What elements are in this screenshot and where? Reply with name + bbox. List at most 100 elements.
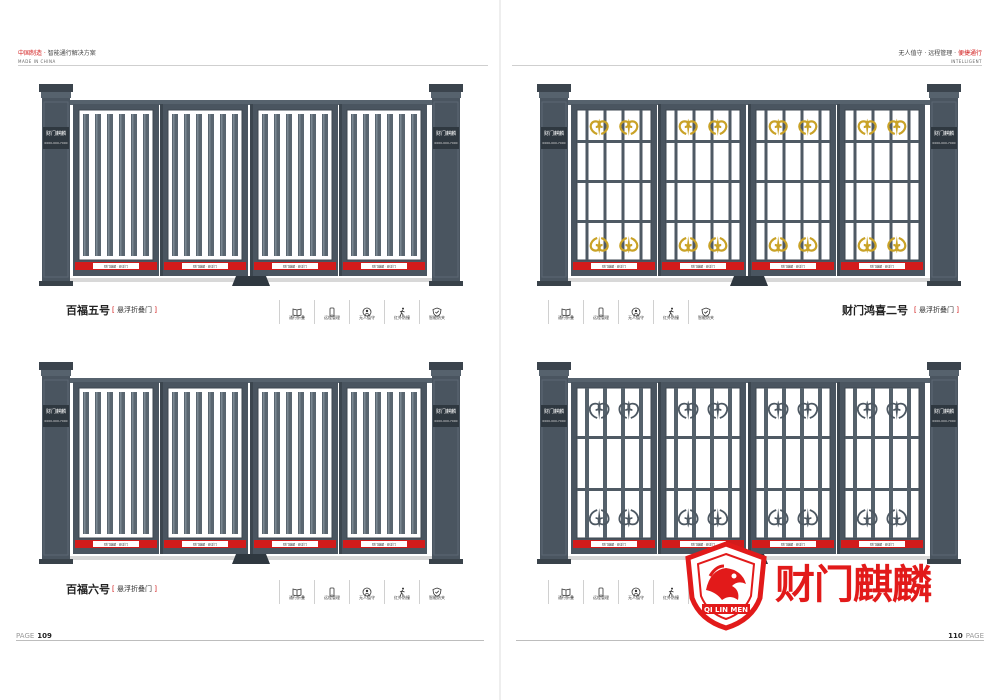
gate-leaf: 财门麒麟 · 悬浮门	[73, 382, 159, 554]
gate-strip-label: 财门麒麟 · 悬浮门	[104, 264, 128, 269]
pillar-sign-brand: 财门麒麟	[934, 130, 954, 137]
header-right-tag: 便捷通行	[957, 50, 982, 57]
shield-icon	[432, 582, 442, 597]
page-label-left: PAGE	[16, 632, 35, 640]
footer-rule-left	[16, 640, 484, 641]
product-subtitle-1-text: 悬浮折叠门	[116, 306, 152, 314]
product-subtitle-2-text: 悬浮折叠门	[918, 306, 954, 314]
gate-leaf: 财门麒麟 · 悬浮门	[341, 382, 427, 554]
feature-label: 无人值守	[628, 315, 644, 320]
user-icon	[631, 582, 641, 597]
feature-label: 无人值守	[628, 595, 644, 600]
gate-strip-label: 财门麒麟 · 悬浮门	[104, 542, 128, 547]
product-title-1: 百福五号	[66, 304, 110, 317]
product-subtitle-3: [ 悬浮折叠门 ]	[112, 585, 157, 593]
feature-label: 远程管理	[593, 315, 609, 320]
feature-item: 远程管理	[314, 580, 349, 604]
gate-leaf: 财门麒麟 · 悬浮门	[660, 104, 746, 276]
shield-icon	[432, 302, 442, 317]
feature-label: 无人值守	[359, 595, 375, 600]
walker-icon	[397, 302, 407, 317]
brand-watermark: QI LIN MEN 财门麒麟	[680, 540, 980, 635]
pillar-sign-brand: 财门麒麟	[544, 408, 564, 415]
gate-pillar: 财门麒麟 0000-000-7000	[39, 362, 73, 564]
feature-item: 远程管理	[314, 300, 349, 324]
feature-label: 红外防撞	[394, 595, 410, 600]
gate-strip-label: 财门麒麟 · 悬浮门	[870, 264, 894, 269]
feature-item: 红外防撞	[653, 580, 688, 604]
product-title-2: 财门鸿喜二号	[842, 304, 908, 317]
feature-label: 智能防夹	[429, 595, 445, 600]
pillar-sign-phone: 0000-000-7000	[44, 141, 67, 145]
gate-strip-label: 财门麒麟 · 悬浮门	[602, 542, 626, 547]
user-icon	[362, 302, 372, 317]
pillar-sign-phone: 0000-000-7000	[932, 141, 955, 145]
feature-label: 远程管理	[324, 595, 340, 600]
phone-icon	[327, 582, 337, 597]
product-subtitle-2: [ 悬浮折叠门 ]	[914, 306, 959, 314]
pillar-sign-brand: 财门麒麟	[934, 408, 954, 415]
feature-label: 智能防夹	[429, 315, 445, 320]
gate-leaf: 财门麒麟 · 悬浮门	[252, 104, 338, 276]
gate-pillar: 财门麒麟 0000-000-7000	[429, 84, 463, 286]
walker-icon	[666, 302, 676, 317]
feature-row-3: 通行折叠 远程管理 无人值守 红外防撞 智能防夹	[279, 580, 454, 604]
user-icon	[362, 582, 372, 597]
product-subtitle-3-text: 悬浮折叠门	[116, 585, 152, 593]
phone-icon	[596, 302, 606, 317]
product-subtitle-1: [ 悬浮折叠门 ]	[112, 306, 157, 314]
gate-strip-label: 财门麒麟 · 悬浮门	[781, 264, 805, 269]
pillar-sign-brand: 财门麒麟	[46, 408, 66, 415]
feature-label: 智能防夹	[698, 315, 714, 320]
gate-strip-label: 财门麒麟 · 悬浮门	[193, 264, 217, 269]
feature-item: 无人值守	[349, 580, 384, 604]
pillar-sign-brand: 财门麒麟	[544, 130, 564, 137]
fold-icon	[561, 582, 571, 597]
feature-item: 通行折叠	[548, 300, 583, 324]
feature-label: 红外防撞	[663, 315, 679, 320]
gate-strip-label: 财门麒麟 · 悬浮门	[870, 542, 894, 547]
page-fold	[499, 0, 501, 700]
pillar-sign-phone: 0000-000-7000	[434, 141, 457, 145]
pillar-sign-phone: 0000-000-7000	[932, 419, 955, 423]
feature-label: 通行折叠	[558, 595, 574, 600]
gate-leaf: 财门麒麟 · 悬浮门	[73, 104, 159, 276]
feature-row-2: 通行折叠 远程管理 无人值守 红外防撞 智能防夹	[548, 300, 723, 324]
gate-strip-label: 财门麒麟 · 悬浮门	[283, 264, 307, 269]
feature-label: 通行折叠	[289, 595, 305, 600]
fold-icon	[561, 302, 571, 317]
feature-item: 通行折叠	[279, 580, 314, 604]
feature-item: 通行折叠	[279, 300, 314, 324]
gate-strip-label: 财门麒麟 · 悬浮门	[372, 542, 396, 547]
gate-leaf: 财门麒麟 · 悬浮门	[660, 382, 746, 554]
page-label-right: PAGE	[965, 632, 984, 640]
gate-leaf: 财门麒麟 · 悬浮门	[839, 382, 925, 554]
gate-leaf: 财门麒麟 · 悬浮门	[252, 382, 338, 554]
walker-icon	[666, 582, 676, 597]
header-rule-left	[18, 65, 488, 66]
fold-icon	[292, 582, 302, 597]
feature-label: 红外防撞	[394, 315, 410, 320]
feature-item: 远程管理	[583, 300, 618, 324]
pillar-sign-phone: 0000-000-7000	[434, 419, 457, 423]
feature-label: 远程管理	[593, 595, 609, 600]
gate-leaf: 财门麒麟 · 悬浮门	[750, 104, 836, 276]
pillar-sign-phone: 0000-000-7000	[44, 419, 67, 423]
fold-icon	[292, 302, 302, 317]
badge-text: QI LIN MEN	[704, 606, 748, 614]
pillar-sign-brand: 财门麒麟	[436, 130, 456, 137]
feature-row-1: 通行折叠远程管理无人值守红外防撞智能防夹	[279, 300, 454, 324]
watermark-brand-text: 财门麒麟	[775, 562, 932, 608]
feature-label: 通行折叠	[558, 315, 574, 320]
gate-strip-label: 财门麒麟 · 悬浮门	[691, 264, 715, 269]
gate-pillar: 财门麒麟 0000-000-7000	[927, 362, 961, 564]
